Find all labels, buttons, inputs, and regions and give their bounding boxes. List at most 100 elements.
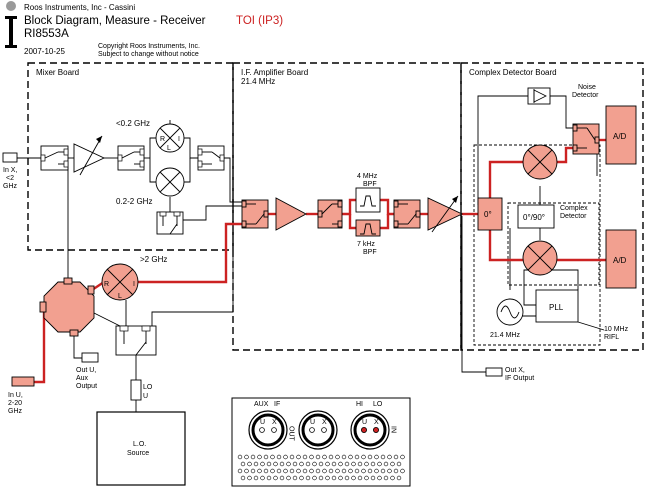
panel-vent-hole [335,454,340,460]
out-u-label-1: Out U, [76,367,96,374]
panel-vent-hole [299,461,304,467]
svg-text:L: L [167,145,171,152]
svg-text:L: L [118,293,122,300]
lo-distribution-switch [115,325,157,356]
adc-top-label: A/D [613,132,627,141]
panel-vent-hole [393,454,399,460]
panel-vent-hole [380,468,386,474]
quadrature-outline [507,202,600,286]
out-u-label-3: Output [76,383,97,390]
panel-vent-hole [364,475,369,481]
panel-vent-hole [361,468,366,474]
panel-vent-hole [266,475,272,481]
panel-vent-hole [341,454,347,460]
company-name: Roos Instruments, Inc - Cassini [24,3,135,12]
panel-vent-hole [247,475,252,481]
panel-vent-hole [283,454,288,460]
panel-vent-hole [299,475,304,481]
panel-vent-hole [396,475,402,481]
in-u-connector [11,376,35,387]
panel-vent-hole [273,461,278,467]
panel-vent-hole [250,454,256,460]
panel-vent-hole [361,454,366,460]
adc-bottom-label: A/D [613,256,627,265]
panel-x-label-1: X [272,419,277,426]
svg-text:R: R [104,281,109,288]
panel-vent-hole [289,468,295,474]
panel-vent-hole [338,475,343,481]
diagram-title-accent: TOI (IP3) [236,15,283,27]
mid-band-mixer [155,167,185,197]
panel-vent-hole [354,454,360,460]
panel-vent-hole [276,468,282,474]
zero-degree-splitter [477,197,503,231]
band-switch-input [117,145,145,171]
splitter-octagon [39,277,95,337]
panel-vent-hole [260,475,265,481]
complex-inner-label: Complex [560,205,588,212]
panel-vent-hole [240,475,246,481]
panel-lo-label: LO [373,401,383,408]
lo-source-label-1: L.O. [133,441,146,448]
panel-vent-hole [364,461,369,467]
bpf-7khz-label-1: 7 kHz [357,241,375,248]
panel-vent-hole [312,475,317,481]
in-x-label-1: In X, [3,167,17,174]
black-wiring [17,95,605,412]
noise-detector-label-1: Noise [578,84,596,91]
panel-vent-hole [387,468,392,474]
panel-vent-hole [357,475,363,481]
panel-vent-hole [338,461,343,467]
adc-bottom [605,229,637,289]
panel-x-label-2: X [322,419,327,426]
out-x-label-2: IF Output [505,375,534,382]
panel-vent-hole [351,475,356,481]
model-number: RI8553A [24,28,69,40]
panel-aux-label: AUX [254,401,269,408]
panel-vent-hole [309,468,314,474]
panel-vent-hole [331,461,337,467]
panel-vent-hole [348,468,353,474]
bpf-4mhz [355,187,381,213]
lo-u-connector [130,379,142,401]
panel-vent-hole [283,468,288,474]
panel-vent-hole [292,475,298,481]
if-board-label: I.F. Amplifier Board [241,68,308,77]
quadrature-label: 0°/90° [523,213,545,222]
panel-vent-hole [292,461,298,467]
out-u-connector [81,352,99,363]
noise-detector [527,87,551,105]
panel-vent-hole [289,454,295,460]
reference-label-1: 10 MHz [604,326,629,333]
panel-vent-hole [296,468,301,474]
high-band-label: >2 GHz [140,255,167,264]
panel-vent-hole [250,468,256,474]
input-switch [40,145,69,171]
bpf-7khz-label-2: BPF [363,249,377,256]
in-u-label-3: GHz [8,408,23,415]
svg-text:I: I [133,281,135,288]
red-signal-path [34,138,606,384]
out-x-connector [485,367,503,377]
panel-vent-hole [244,468,249,474]
panel-vent-hole [354,468,360,474]
variable-amplifier [73,135,106,176]
panel-vent-hole [237,454,243,460]
panel-vent-hole [335,468,340,474]
panel-vent-hole [286,461,291,467]
panel-vent-hole [377,475,382,481]
if-oscillator [496,298,524,326]
svg-text:R: R [160,136,165,143]
panel-if-label: IF [274,401,280,408]
panel-vent-hole [374,468,379,474]
bpf-select-switch-out [393,199,421,229]
panel-vent-hole [263,454,269,460]
if-amplifier-board-outline [232,62,462,351]
panel-vent-hole [244,454,249,460]
bpf-select-switch-in [317,199,343,229]
in-x-connector [2,152,18,163]
panel-vent-hole [341,468,347,474]
panel-vent-hole [247,461,252,467]
panel-vent-hole [351,461,356,467]
